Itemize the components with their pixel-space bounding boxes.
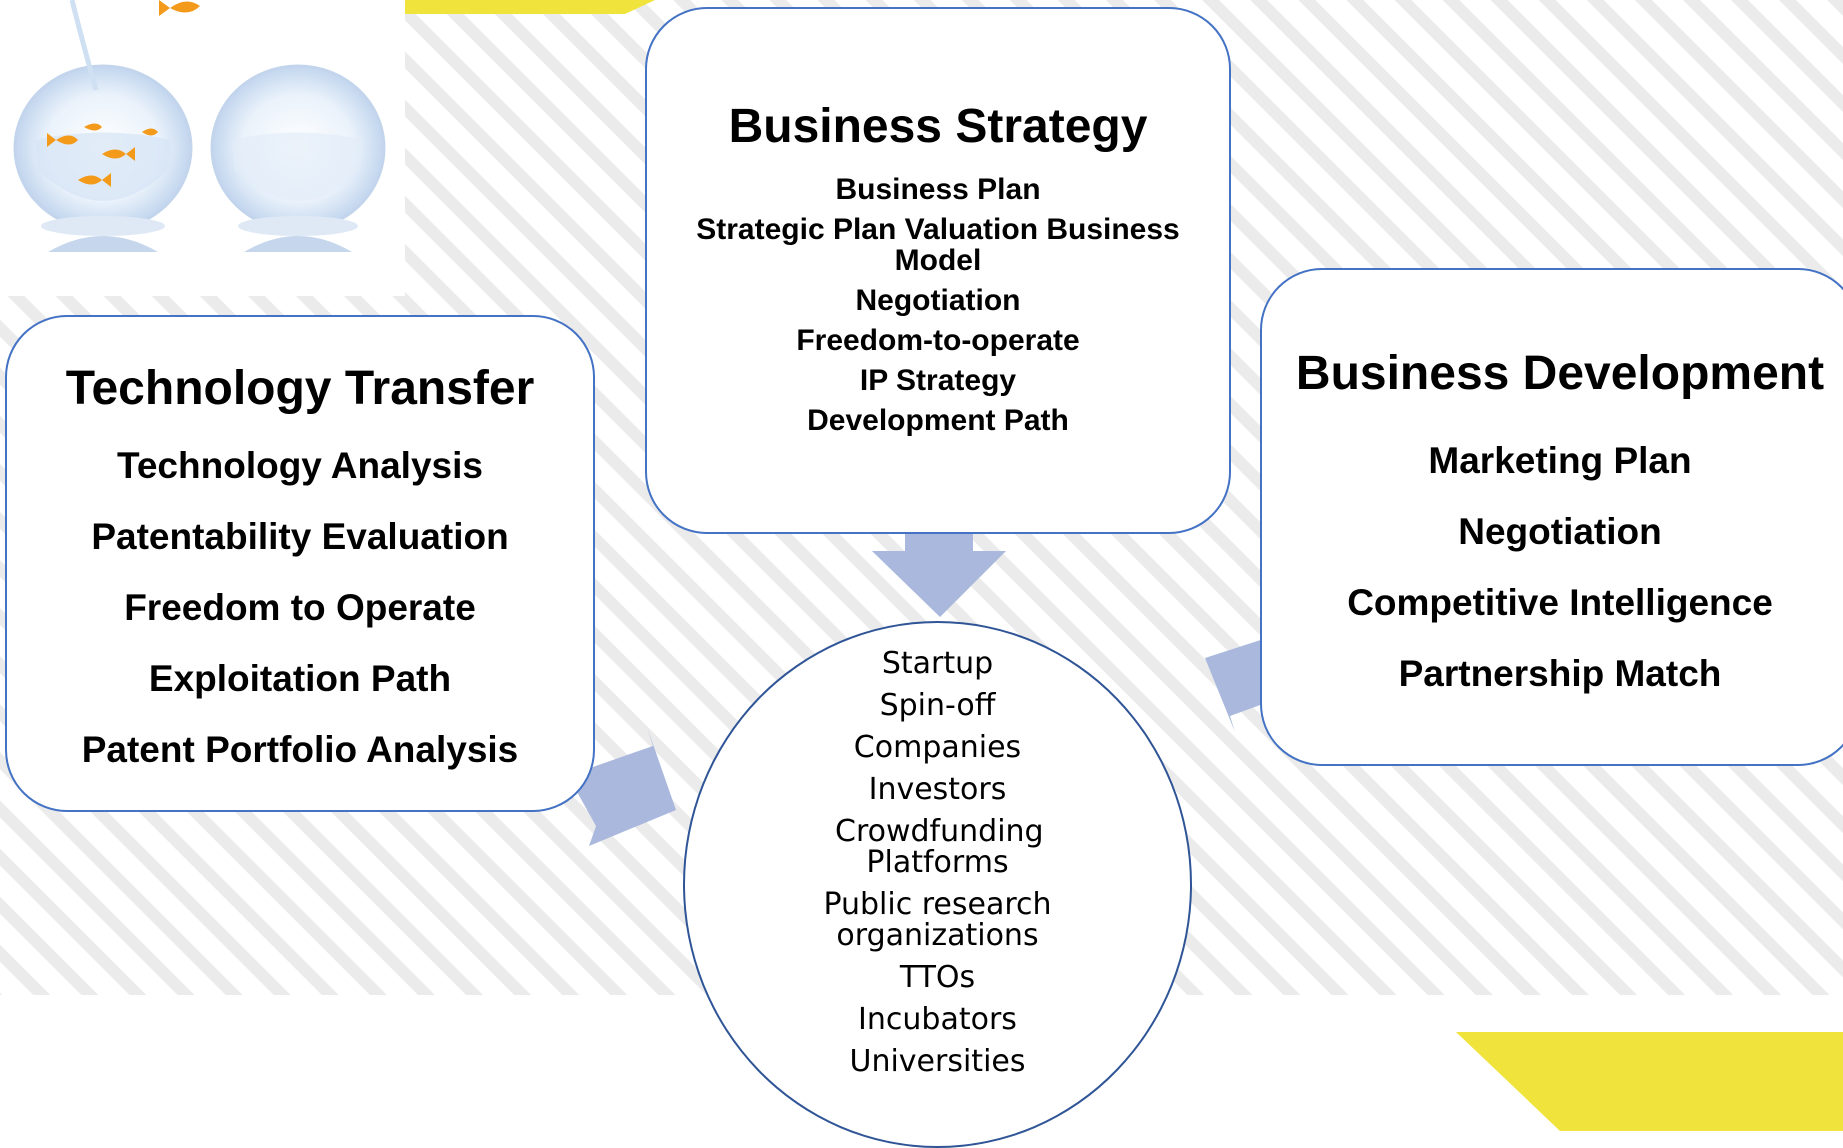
- stakeholder-item: Companies: [853, 730, 1022, 765]
- yellow-accent-bottom: [1456, 1032, 1843, 1131]
- business-strategy-item: Negotiation: [855, 284, 1021, 317]
- business-development-title: Business Development: [1295, 347, 1825, 400]
- stakeholder-item: Investors: [868, 772, 1007, 807]
- business-strategy-item: Business Plan: [835, 173, 1041, 206]
- stakeholders-circle: Startup Spin-off Companies Investors Cro…: [683, 621, 1192, 1148]
- arrow-down-icon: [872, 534, 1006, 617]
- stakeholder-item: Crowdfunding Platforms: [835, 814, 1044, 880]
- fishbowl-right: [210, 64, 386, 252]
- business-strategy-item: Development Path: [807, 404, 1069, 437]
- stakeholder-item: TTOs: [899, 960, 976, 995]
- fishbowl-left: [13, 0, 193, 252]
- technology-transfer-item: Exploitation Path: [148, 658, 452, 699]
- stakeholder-item: Universities: [849, 1044, 1026, 1079]
- business-strategy-title: Business Strategy: [728, 100, 1148, 153]
- technology-transfer-item: Freedom to Operate: [124, 587, 476, 628]
- business-strategy-item: Strategic Plan Valuation Business Model: [696, 213, 1180, 277]
- business-development-item: Marketing Plan: [1428, 440, 1692, 481]
- stakeholder-item: Public research organizations: [823, 887, 1052, 953]
- business-development-box: Business Development Marketing Plan Nego…: [1260, 268, 1843, 766]
- yellow-accent-top: [405, 0, 655, 14]
- business-development-item: Competitive Intelligence: [1347, 582, 1773, 623]
- technology-transfer-item: Patentability Evaluation: [91, 516, 509, 557]
- stakeholder-item: Startup: [881, 646, 994, 681]
- business-strategy-box: Business Strategy Business Plan Strategi…: [645, 7, 1231, 534]
- business-strategy-item: Freedom-to-operate: [796, 324, 1080, 357]
- stakeholder-item: Spin-off: [879, 688, 996, 723]
- goldfish: [47, 123, 158, 187]
- business-development-item: Negotiation: [1458, 511, 1662, 552]
- technology-transfer-title: Technology Transfer: [65, 362, 535, 415]
- business-strategy-item: IP Strategy: [859, 364, 1017, 397]
- technology-transfer-box: Technology Transfer Technology Analysis …: [5, 315, 595, 812]
- arrow-right-icon: [576, 727, 676, 846]
- stakeholder-item: Incubators: [858, 1002, 1017, 1037]
- jumping-goldfish: [159, 0, 200, 16]
- technology-transfer-item: Technology Analysis: [117, 445, 483, 486]
- fishbowl-illustration: [0, 0, 405, 296]
- business-development-item: Partnership Match: [1398, 653, 1722, 694]
- technology-transfer-item: Patent Portfolio Analysis: [81, 729, 519, 770]
